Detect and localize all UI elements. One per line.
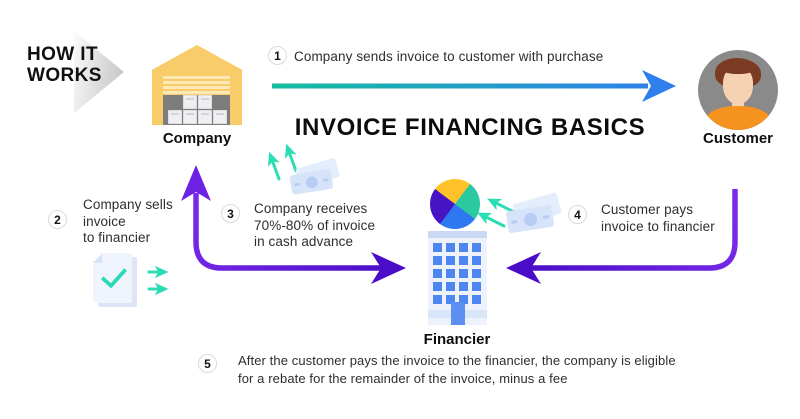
cash-banknotes-icon bbox=[505, 192, 563, 239]
page-title: INVOICE FINANCING BASICS bbox=[294, 114, 646, 141]
how-it-works-heading: HOW IT WORKS bbox=[27, 44, 102, 86]
customer-label: Customer bbox=[702, 130, 773, 147]
step-1-number: 1 bbox=[268, 46, 287, 65]
office-building-icon bbox=[428, 231, 487, 325]
step-5-text: After the customer pays the invoice to t… bbox=[238, 353, 676, 386]
step-4-text: Customer pays invoice to financier bbox=[601, 202, 715, 234]
person-avatar bbox=[698, 50, 778, 130]
building-windows bbox=[433, 243, 483, 304]
crate-icon bbox=[183, 95, 197, 109]
step-1-text: Company sends invoice to customer with p… bbox=[294, 49, 604, 64]
how-it-works-line1: HOW IT bbox=[27, 44, 98, 65]
crate-icon bbox=[183, 110, 197, 124]
pie-logo-icon bbox=[426, 175, 484, 233]
step-3-text: Company receives 70%-80% of invoice in c… bbox=[254, 201, 376, 249]
crate-icon bbox=[168, 110, 182, 124]
avatar-neck bbox=[732, 100, 744, 109]
avatar-shirt bbox=[706, 106, 770, 130]
avatar-hair-fringe bbox=[719, 63, 757, 74]
financier-label: Financier bbox=[423, 331, 491, 348]
cash-banknotes-icon bbox=[289, 157, 341, 200]
crate-icon bbox=[198, 110, 212, 124]
document-check-icon bbox=[93, 253, 137, 307]
transfer-arrows-invoice bbox=[147, 265, 169, 296]
crate-icon bbox=[213, 110, 227, 124]
how-it-works-line2: WORKS bbox=[27, 65, 102, 86]
company-label: Company bbox=[162, 130, 232, 147]
step-2-number: 2 bbox=[48, 210, 67, 229]
building-door bbox=[451, 302, 465, 325]
step-2-text: Company sells invoice to financier bbox=[83, 197, 173, 245]
arrow-company-to-customer bbox=[272, 70, 676, 102]
page-fold bbox=[93, 254, 102, 263]
step-3-number: 3 bbox=[221, 204, 240, 223]
step-4-number: 4 bbox=[568, 205, 587, 224]
warehouse-icon bbox=[152, 45, 242, 125]
step-5-number: 5 bbox=[198, 354, 217, 373]
crate-icon bbox=[198, 95, 212, 109]
